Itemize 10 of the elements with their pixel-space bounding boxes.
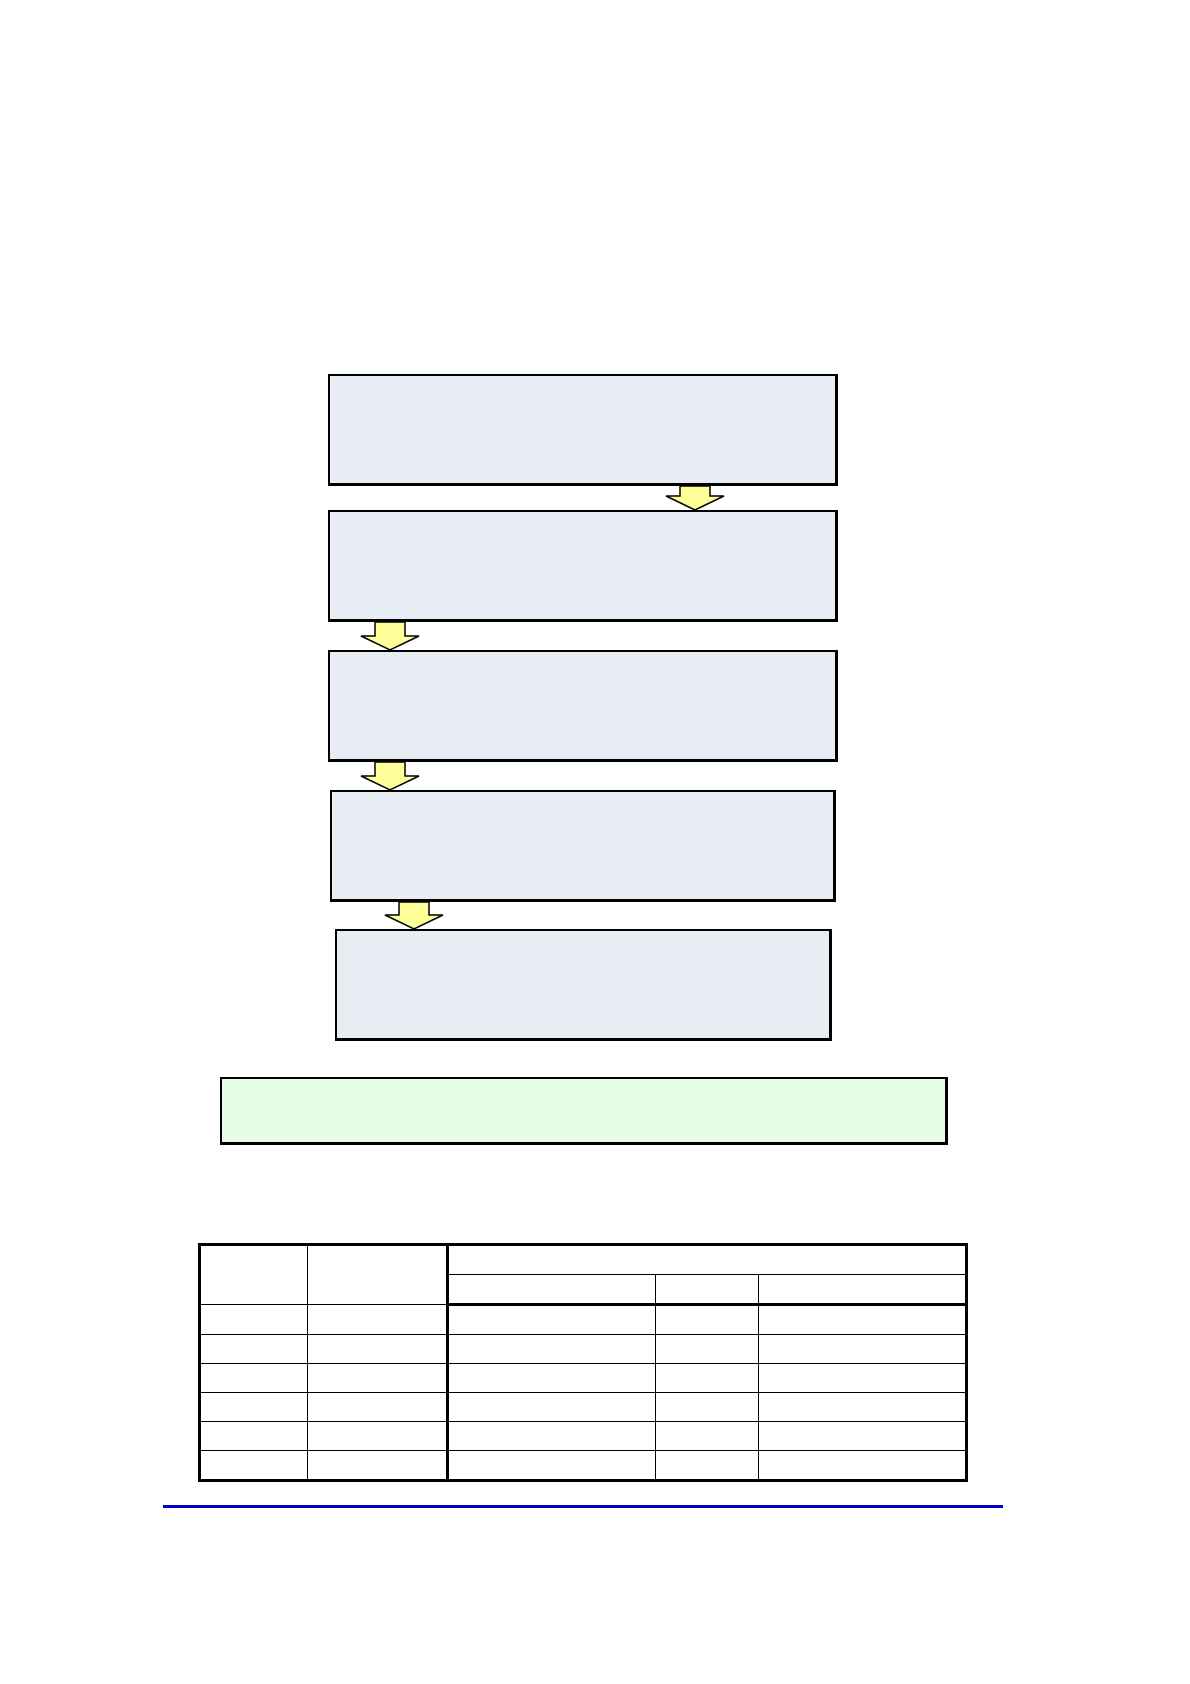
- block-arrow: [665, 485, 725, 511]
- process-box: [335, 929, 832, 1041]
- note-box: [220, 1077, 948, 1145]
- process-box: [328, 374, 838, 486]
- process-box: [328, 650, 838, 762]
- process-box: [330, 790, 836, 902]
- block-arrow: [384, 901, 444, 930]
- process-box: [328, 510, 838, 622]
- block-arrow: [360, 761, 420, 791]
- block-arrow: [360, 621, 420, 651]
